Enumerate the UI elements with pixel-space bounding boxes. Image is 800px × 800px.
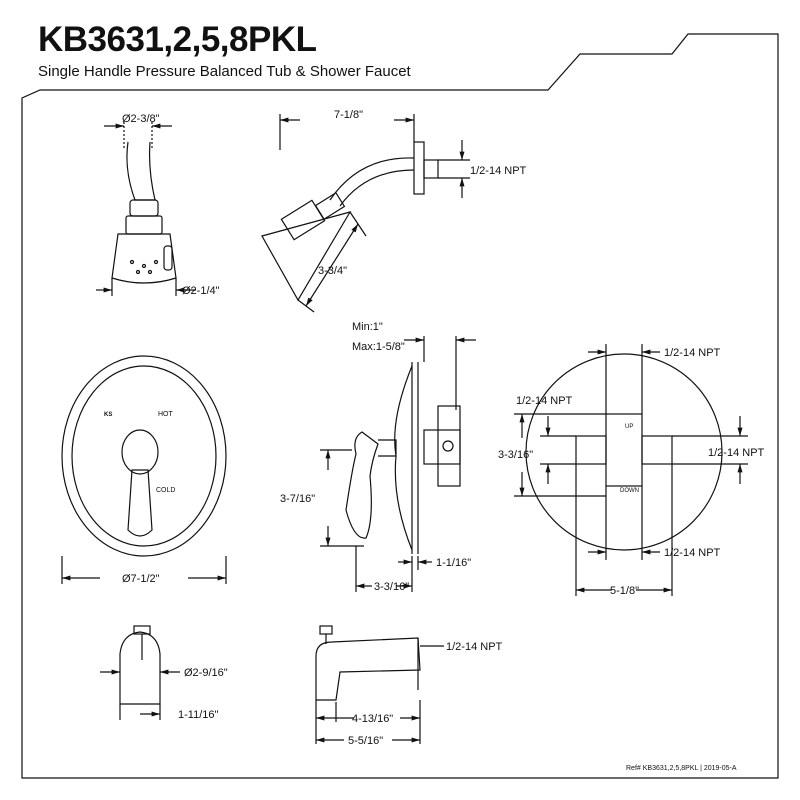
dim-showerhead-front-top: Ø2-3/8" [122,113,160,125]
dim-valve-back-npt-right: 1/2-14 NPT [708,447,765,459]
dim-spout-side-npt: 1/2-14 NPT [446,641,503,653]
showerhead-side-view [261,114,470,313]
label-hot: HOT [158,411,174,418]
dim-valve-front-width: Ø7-1/2" [122,573,160,585]
reference-number: Ref# KB3631,2,5,8PKL | 2019-05-A [626,765,737,772]
spout-side-view [315,625,444,744]
dim-valve-back-npt-left: 1/2-14 NPT [516,395,573,407]
dim-valve-side-offset: 1-1/16" [436,557,471,569]
dim-spout-front-dia: Ø2-9/16" [184,667,228,679]
dim-spout-side-length: 5-5/16" [348,735,383,747]
dim-valve-back-npt-top: 1/2-14 NPT [664,347,721,359]
valve-back-view [514,344,748,596]
valve-front-view [61,355,227,584]
product-description: Single Handle Pressure Balanced Tub & Sh… [38,63,411,80]
dim-valve-back-width: 5-1/8" [610,585,639,597]
dim-showerhead-side-width: 7-1/8" [334,109,363,121]
showerhead-front-view [96,122,196,296]
valve-logo: KS [104,412,112,418]
dim-valve-side-min: Min:1" [352,321,383,333]
model-title: KB3631,2,5,8PKL [38,20,317,59]
dim-showerhead-front-bottom: Ø2-1/4" [182,285,220,297]
dim-valve-back-height: 3-3/16" [498,449,533,461]
sheet-border [21,33,779,779]
dim-spout-side-reach: 4-13/16" [352,713,393,725]
dim-spout-front-height: 1-11/16" [178,709,218,721]
label-up: UP [625,424,633,430]
label-cold: COLD [156,487,175,494]
spout-front-view [100,625,180,720]
dim-showerhead-side-drop: 3-3/4" [318,265,347,277]
dim-valve-back-npt-bottom: 1/2-14 NPT [664,547,721,559]
dim-valve-side-handle: 3-7/16" [280,493,315,505]
dim-showerhead-side-npt: 1/2-14 NPT [470,165,527,177]
valve-side-view [320,336,476,592]
dim-valve-side-depth: 3-3/16" [374,581,409,593]
dim-valve-side-max: Max:1-5/8" [352,341,405,353]
label-down: DOWN [620,488,639,494]
